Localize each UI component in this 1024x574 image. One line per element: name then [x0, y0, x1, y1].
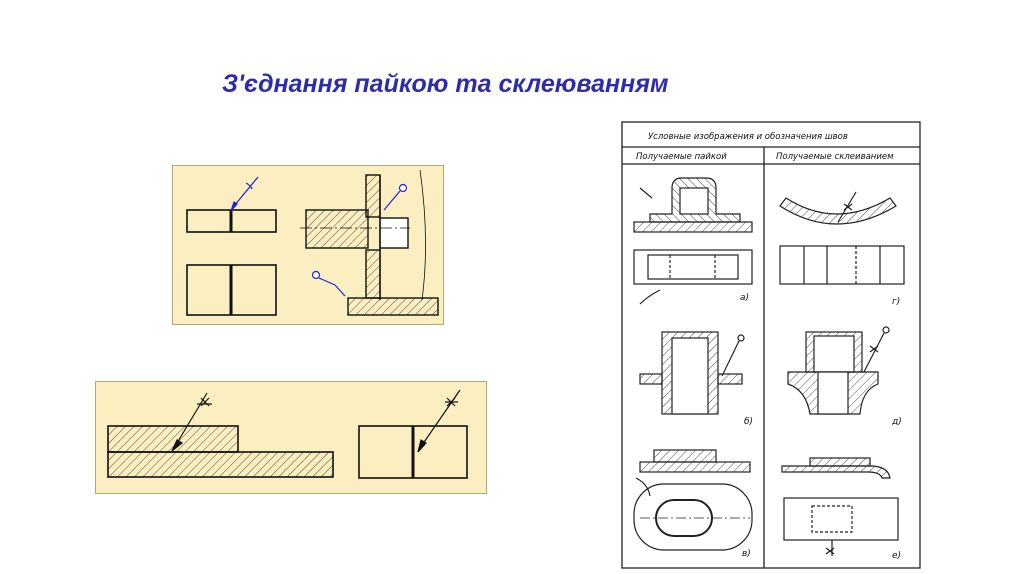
- glue-mark-icon: [171, 392, 212, 452]
- label-d: д): [891, 417, 902, 427]
- label-g: г): [892, 297, 900, 307]
- col-right-header: Получаемые склеиванием: [776, 152, 894, 162]
- standards-table: [621, 121, 921, 569]
- label-b: б): [744, 417, 753, 427]
- cell-v: [633, 449, 753, 551]
- cell-e: [781, 457, 899, 556]
- lap-glue-joint: [107, 425, 334, 478]
- cell-g: [779, 191, 905, 285]
- col-left-header: Получаемые пайкой: [636, 152, 727, 162]
- butt-solder-joint-large: [186, 264, 277, 316]
- label-e: е): [892, 551, 901, 561]
- label-v: в): [742, 549, 751, 559]
- solder-mark-icon: [230, 176, 259, 212]
- solder-mark-icon: [311, 183, 408, 297]
- butt-solder-joint-small: [186, 209, 277, 233]
- cell-d: [787, 326, 890, 415]
- slide-title: З'єднання пайкою та склеюванням: [222, 70, 669, 98]
- glue-mark-icon: [417, 389, 461, 453]
- label-a: а): [740, 293, 749, 303]
- cell-b: [639, 331, 745, 415]
- flange-section: [300, 169, 439, 316]
- table-header: Условные изображения и обозначения швов: [648, 132, 848, 142]
- glue-joint-plan: [358, 425, 468, 479]
- cell-a: [633, 177, 753, 305]
